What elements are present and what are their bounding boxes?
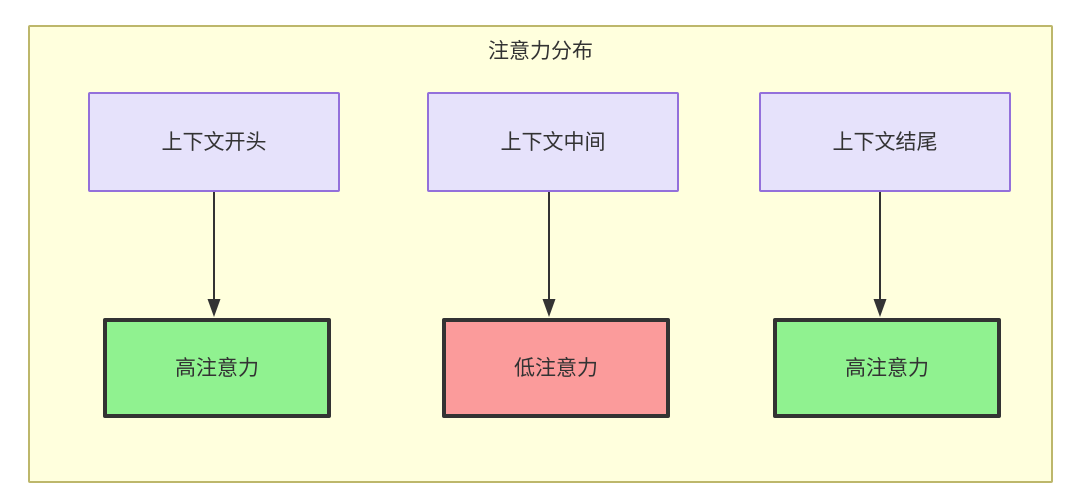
node-high-attention-beginning[interactable]: 高注意力 xyxy=(103,318,331,418)
node-label: 上下文结尾 xyxy=(832,130,938,154)
node-context-middle[interactable]: 上下文中间 xyxy=(427,92,679,192)
node-context-beginning[interactable]: 上下文开头 xyxy=(88,92,340,192)
arrow-down-icon-context-end xyxy=(873,192,887,317)
arrow-down-icon-context-beginning xyxy=(207,192,221,317)
node-label: 高注意力 xyxy=(845,356,929,380)
node-context-end[interactable]: 上下文结尾 xyxy=(759,92,1011,192)
node-label: 上下文开头 xyxy=(161,130,267,154)
node-label: 高注意力 xyxy=(175,356,259,380)
node-label: 上下文中间 xyxy=(500,130,606,154)
node-label: 低注意力 xyxy=(514,356,598,380)
node-high-attention-end[interactable]: 高注意力 xyxy=(773,318,1001,418)
node-low-attention-middle[interactable]: 低注意力 xyxy=(442,318,670,418)
subgraph-title: 注意力分布 xyxy=(488,40,593,63)
arrow-down-icon-context-middle xyxy=(542,192,556,317)
